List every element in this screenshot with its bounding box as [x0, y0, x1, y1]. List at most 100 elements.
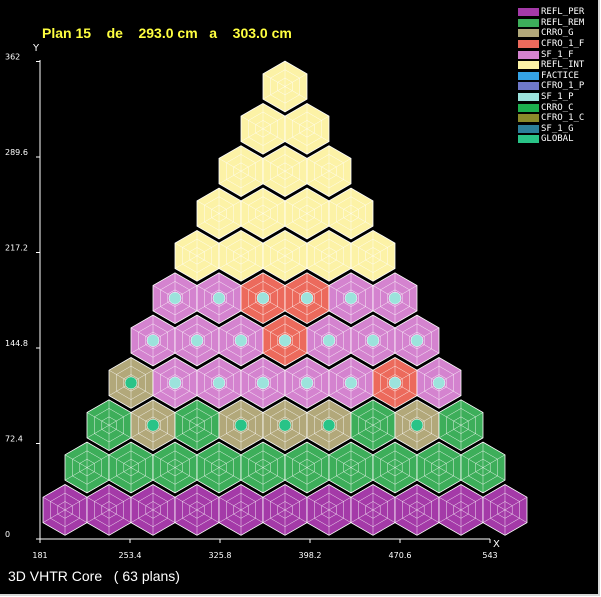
core-cell: [306, 229, 352, 282]
core-cell: [262, 399, 308, 452]
legend-swatch: [518, 71, 539, 80]
legend-item: CFRO_1_F: [518, 39, 596, 50]
legend-swatch: [518, 29, 539, 38]
core-cell: [350, 399, 396, 452]
legend-swatch: [518, 114, 539, 123]
legend-item: REFL_REM: [518, 18, 596, 29]
y-ticks: 0 72.4 144.8 217.2 289.6 362: [5, 53, 40, 540]
core-cell: [262, 145, 308, 197]
x-tick-label: 253.4: [119, 551, 142, 560]
legend-swatch: [518, 82, 539, 91]
legend-swatch: [518, 93, 539, 102]
core-cell: [284, 441, 330, 494]
legend-label: SF_1_F: [541, 49, 574, 60]
core-cell: [130, 484, 176, 536]
core-cell: [218, 484, 264, 536]
core-cell: [174, 314, 220, 367]
legend-label: CRRO_C: [541, 102, 574, 113]
y-tick-label: 362: [5, 53, 20, 62]
core-cell: [372, 357, 418, 409]
core-cell: [306, 399, 352, 452]
core-cell: [108, 441, 154, 494]
y-tick-label: 0: [5, 530, 10, 539]
core-cell: [152, 272, 198, 325]
legend-item: CFRO_1_P: [518, 81, 596, 92]
legend-item: REFL_PER: [518, 7, 596, 18]
core-cell: [306, 145, 352, 197]
core-cell: [240, 441, 286, 494]
core-cell: [328, 272, 374, 325]
core-cell: [350, 314, 396, 367]
legend-swatch: [518, 50, 539, 59]
core-cell: [438, 399, 484, 452]
y-tick-label: 289.6: [5, 148, 28, 157]
core-cell: [284, 272, 330, 325]
legend-label: FACTICE: [541, 70, 579, 81]
core-cell: [328, 187, 374, 240]
core-cell: [394, 399, 440, 452]
y-tick-label: 144.8: [5, 339, 28, 348]
core-cell: [394, 314, 440, 367]
core-cell: [284, 187, 330, 240]
core-cell: [196, 187, 242, 240]
core-cell: [218, 314, 264, 367]
legend-label: REFL_REM: [541, 17, 585, 28]
core-cell: [394, 484, 440, 536]
core-cell: [64, 441, 110, 494]
y-tick-label: 217.2: [5, 244, 28, 253]
core-cell: [328, 357, 374, 409]
core-cell: [218, 399, 264, 452]
legend-swatch: [518, 124, 539, 133]
x-tick-label: 398.2: [299, 551, 322, 560]
core-cell: [262, 229, 308, 282]
core-cell: [152, 441, 198, 494]
core-cell: [328, 441, 374, 494]
core-cell: [372, 441, 418, 494]
legend-label: REFL_INT: [541, 60, 585, 71]
core-cell: [174, 484, 220, 536]
core-cell: [262, 484, 308, 536]
legend-label: REFL_PER: [541, 7, 585, 18]
core-cell: [482, 484, 528, 536]
legend-label: SF_1_G: [541, 123, 574, 134]
core-cell: [460, 441, 506, 494]
x-tick-label: 325.8: [209, 551, 232, 560]
legend-item: SF_1_G: [518, 124, 596, 135]
core-cell: [218, 145, 264, 197]
legend-item: SF_1_P: [518, 92, 596, 103]
legend-swatch: [518, 18, 539, 27]
core-cell: [240, 102, 286, 155]
core-cell: [350, 229, 396, 282]
core-cell: [108, 357, 154, 409]
legend-label: GLOBAL: [541, 134, 574, 145]
legend-label: CFRO_1_F: [541, 39, 585, 50]
core-cell: [130, 314, 176, 367]
y-tick-label: 72.4: [5, 435, 23, 444]
legend-item: SF_1_F: [518, 49, 596, 60]
core-cell: [42, 484, 88, 536]
core-cell: [196, 441, 242, 494]
legend-label: SF_1_P: [541, 92, 574, 103]
core-cell: [284, 102, 330, 155]
legend-label: CRRO_G: [541, 28, 574, 39]
legend-swatch: [518, 8, 539, 17]
core-cell: [416, 441, 462, 494]
x-tick-label: 181: [32, 551, 47, 560]
legend-item: REFL_INT: [518, 60, 596, 71]
core-cell: [196, 357, 242, 409]
legend-item: CRRO_C: [518, 102, 596, 113]
core-cell: [218, 229, 264, 282]
core-cell: [86, 399, 132, 452]
core-cell: [306, 314, 352, 367]
core-cell: [240, 187, 286, 240]
legend-swatch: [518, 103, 539, 112]
core-cell: [130, 399, 176, 452]
core-cell: [240, 357, 286, 409]
core-cell: [350, 484, 396, 536]
core-cell: [438, 484, 484, 536]
core-cell: [240, 272, 286, 325]
